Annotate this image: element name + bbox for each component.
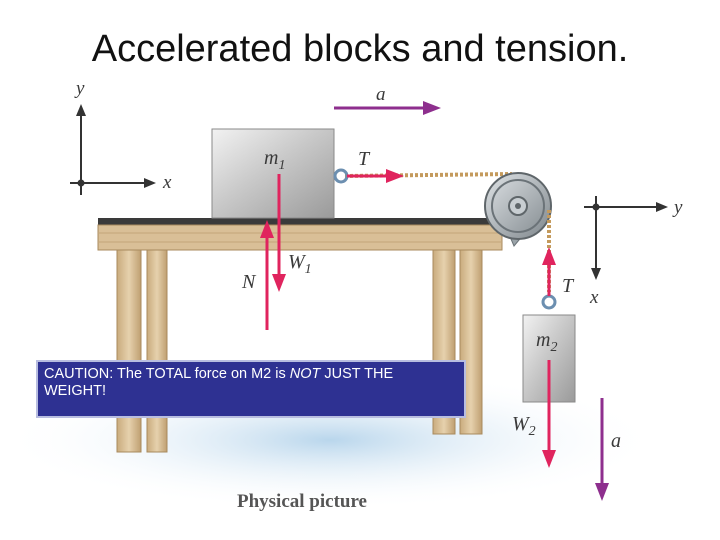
accel-label-top: a bbox=[376, 84, 386, 105]
weight1-label: W1 bbox=[288, 251, 312, 277]
figure-caption: Physical picture bbox=[237, 491, 367, 512]
table-top bbox=[97, 218, 503, 251]
axis-y-label-left: y bbox=[74, 78, 85, 99]
mass1-label: m1 bbox=[264, 147, 285, 173]
normal-arrow bbox=[260, 220, 274, 330]
axis-x-label-right: x bbox=[589, 287, 599, 308]
accel-label-right: a bbox=[611, 430, 621, 452]
hook-m2 bbox=[541, 294, 557, 310]
caution-text-emphasis: NOT bbox=[289, 366, 321, 382]
normal-label: N bbox=[241, 271, 257, 293]
accel-arrow-right bbox=[595, 398, 609, 501]
caution-box: CAUTION: The TOTAL force on M2 is NOT JU… bbox=[36, 360, 466, 418]
caution-text-suffix: JUST THE WEIGHT! bbox=[44, 366, 394, 399]
table-legs bbox=[116, 247, 483, 453]
weight-arrow-m2 bbox=[542, 360, 556, 468]
axis-y-label-right: y bbox=[672, 197, 683, 218]
tension-arrow-m2 bbox=[542, 247, 556, 296]
axis-x-label-left: x bbox=[162, 172, 172, 193]
block-m1 bbox=[211, 128, 335, 219]
weight-arrow-m1 bbox=[272, 174, 286, 292]
left-axes bbox=[70, 104, 156, 195]
mass2-label: m2 bbox=[536, 329, 557, 355]
right-axes bbox=[584, 196, 668, 280]
pulley bbox=[484, 172, 552, 247]
tension-arrow-m1 bbox=[347, 169, 404, 183]
accel-arrow-top bbox=[334, 101, 441, 115]
slide-title: Accelerated blocks and tension. bbox=[91, 28, 629, 70]
tension-label-m2: T bbox=[562, 275, 575, 297]
tension-label-m1: T bbox=[358, 148, 371, 170]
caution-text-prefix: CAUTION: The TOTAL force on M2 is bbox=[44, 366, 290, 382]
weight2-label: W2 bbox=[512, 413, 536, 439]
